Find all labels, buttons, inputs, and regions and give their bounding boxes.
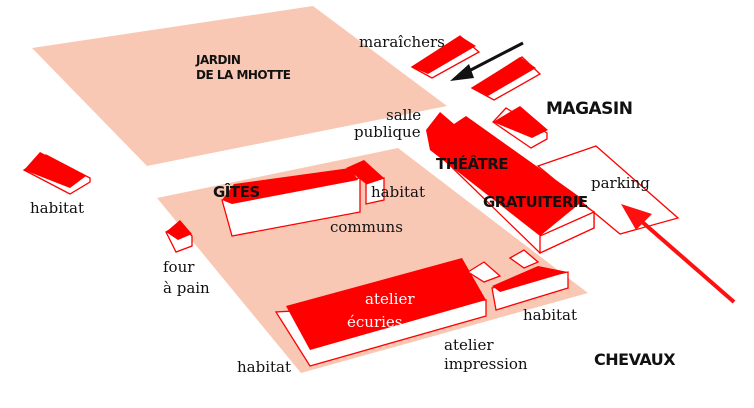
label-atelier-impression-2: impression xyxy=(444,355,528,373)
label-communs: communs xyxy=(330,218,403,236)
label-gites: GÎTES xyxy=(213,182,260,201)
label-theatre: THÉÂTRE xyxy=(436,154,508,173)
black-arrow xyxy=(450,41,524,81)
label-ecuries: écuries xyxy=(347,313,402,331)
label-four: four xyxy=(163,258,195,276)
label-parking: parking xyxy=(591,174,650,192)
label-atelier: atelier xyxy=(365,290,415,308)
label-chevaux: CHEVAUX xyxy=(594,350,676,369)
label-jardin-2: DE LA MHOTTE xyxy=(196,68,291,82)
building-habitat-right[interactable] xyxy=(466,249,569,311)
label-jardin-1: JARDIN xyxy=(195,53,240,67)
label-habitat-mid: habitat xyxy=(371,183,425,201)
building-theatre-gratuiterie[interactable] xyxy=(426,112,595,255)
red-arrow xyxy=(621,204,736,304)
building-atelier-ecuries[interactable] xyxy=(274,258,487,367)
building-maraichers[interactable] xyxy=(410,35,481,79)
label-maraichers: maraîchers xyxy=(359,33,445,51)
building-habitat-left[interactable] xyxy=(22,152,91,195)
label-habitat-bottom: habitat xyxy=(237,358,291,376)
label-atelier-impression-1: atelier xyxy=(444,336,494,354)
label-gratuiterie: GRATUITERIE xyxy=(483,193,588,211)
label-habitat-right: habitat xyxy=(523,306,577,324)
jardin-plot xyxy=(32,6,447,166)
label-habitat-left: habitat xyxy=(30,199,84,217)
building-magasin[interactable] xyxy=(492,106,548,149)
label-salle: salle xyxy=(386,106,421,124)
label-publique: publique xyxy=(354,123,421,141)
label-magasin: MAGASIN xyxy=(546,99,632,119)
label-a-pain: à pain xyxy=(163,279,210,297)
building-maraichers-2[interactable] xyxy=(470,56,542,101)
building-four-a-pain[interactable] xyxy=(165,220,193,253)
building-gites-communs[interactable] xyxy=(221,160,385,237)
